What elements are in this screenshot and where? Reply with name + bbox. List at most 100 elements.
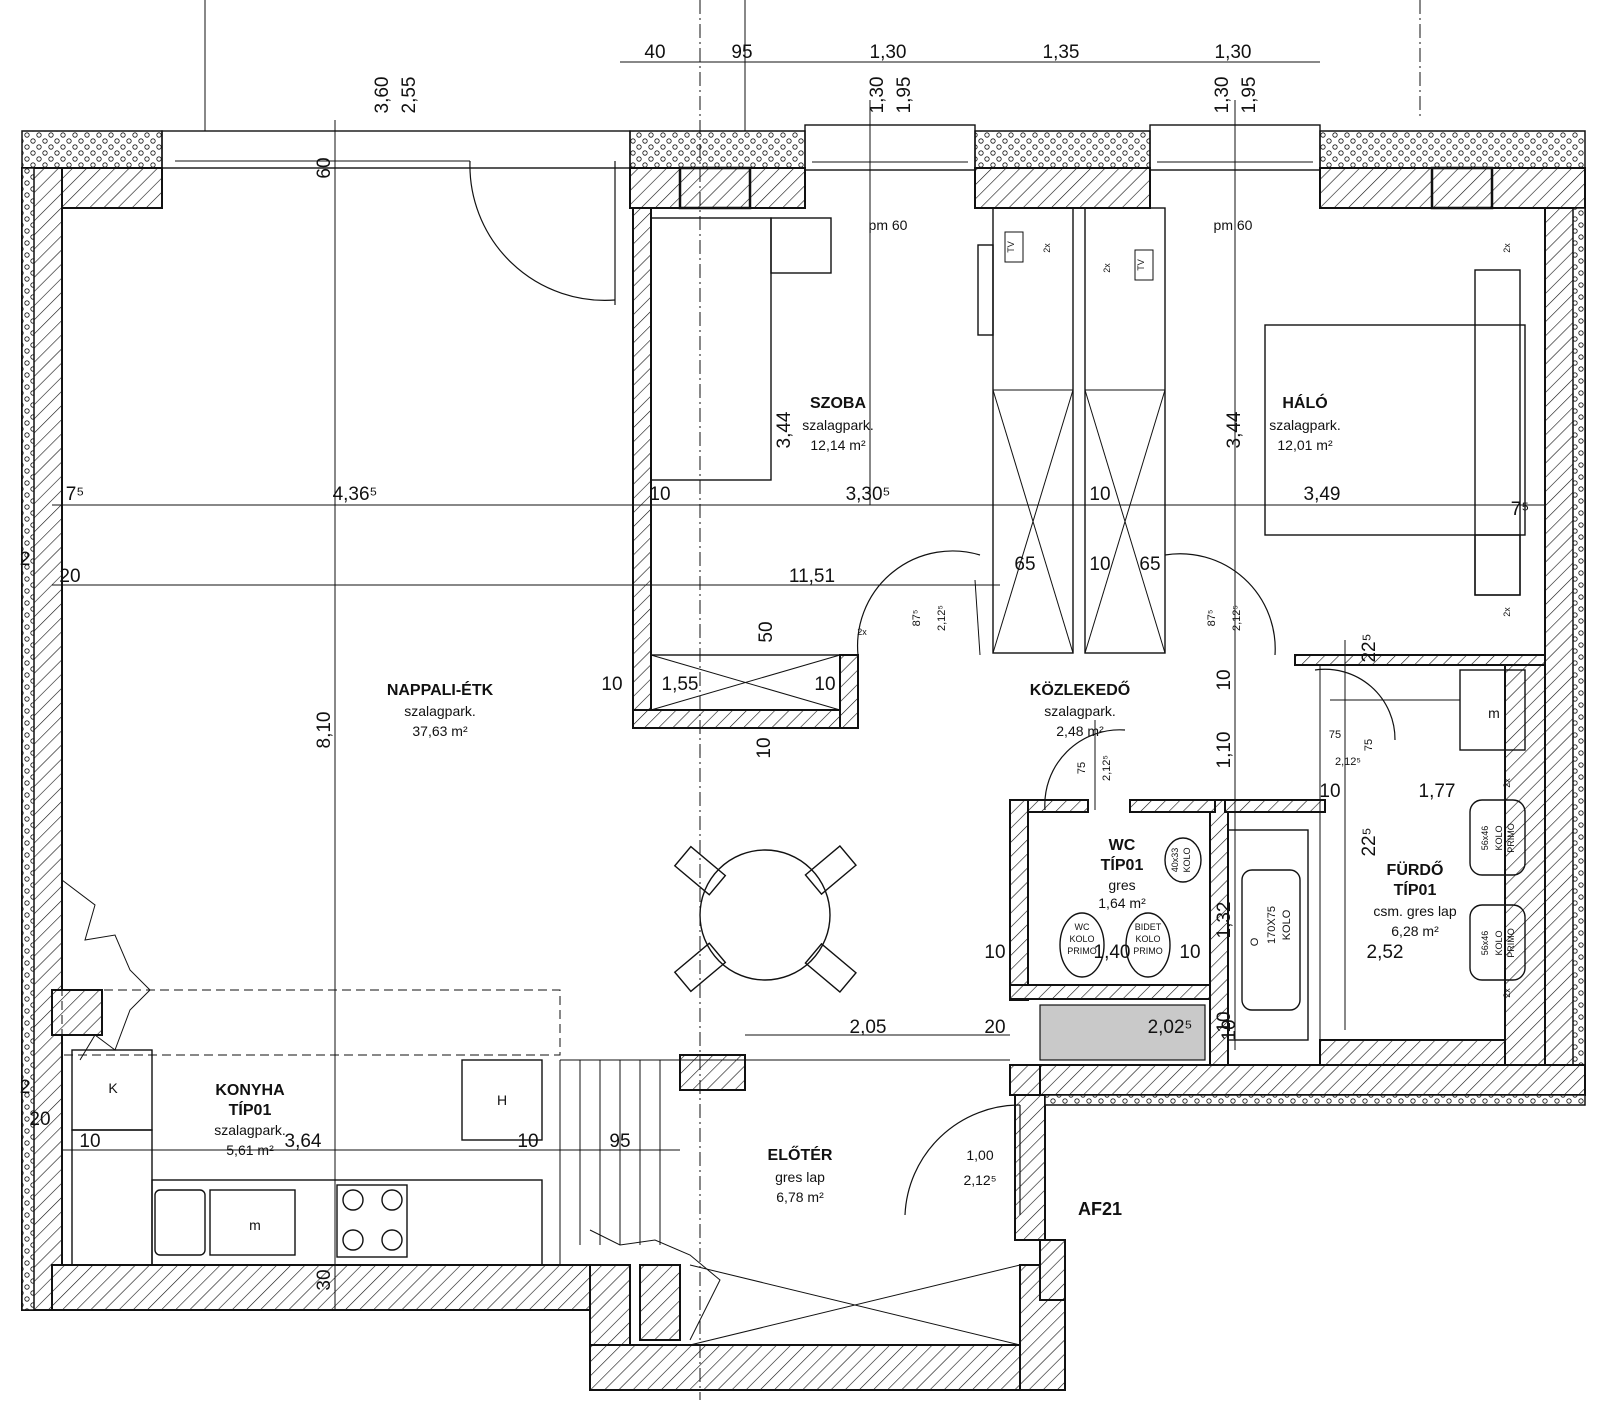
top-dim-3: 1,30 xyxy=(870,42,907,63)
apartment-id: AF21 xyxy=(1078,1199,1122,1219)
dim-10l: 10 xyxy=(79,1131,100,1152)
tv-icon-2 xyxy=(1134,249,1154,281)
dim-140: 1,40 xyxy=(1094,942,1131,963)
dim-10e: 10 xyxy=(814,674,835,695)
room-furdo-area: 6,28 m² xyxy=(1391,923,1439,939)
dim-75b: 7⁵ xyxy=(1511,499,1529,520)
dim-110: 1,10 xyxy=(1214,732,1235,769)
room-wc-type: TÍP01 xyxy=(1101,855,1144,874)
dim-2125b: 2,12⁵ xyxy=(1231,605,1243,631)
room-konyha-area: 5,61 m² xyxy=(226,1142,274,1158)
dim-1151: 11,51 xyxy=(789,566,835,587)
dim-252: 2,52 xyxy=(1367,942,1404,963)
dim-10h: 10 xyxy=(1319,781,1340,802)
dim-344b: 3,44 xyxy=(1224,411,1245,448)
dimension-lines xyxy=(52,61,1545,1310)
room-halo-area: 12,01 m² xyxy=(1277,437,1333,453)
top-dimensions: 40 95 1,30 1,35 1,30 xyxy=(644,42,1251,63)
dim-2125d: 2,12⁵ xyxy=(1101,755,1113,781)
room-szoba-floor: szalagpark. xyxy=(802,417,874,433)
wc-sink-size: 40x33 xyxy=(1170,848,1180,873)
bath-sink-2-brand: KOLO xyxy=(1494,930,1504,955)
room-wc-name: WC xyxy=(1109,837,1136,854)
dim-20b: 20 xyxy=(984,1017,1005,1038)
wc-bowl-icon xyxy=(1059,912,1105,978)
top-dim-1: 40 xyxy=(644,42,665,63)
socket-label-3: 2x xyxy=(1502,243,1512,253)
room-furdo-name: FÜRDŐ xyxy=(1387,860,1444,879)
socket-label-7: 2x xyxy=(1502,988,1512,998)
bath-sink-1-model: PRIMO xyxy=(1506,823,1516,853)
dim-132: 1,32 xyxy=(1214,902,1235,939)
dim-75a: 7⁵ xyxy=(66,484,84,505)
dim-65b: 65 xyxy=(1139,554,1160,575)
dim-364: 3,64 xyxy=(285,1131,322,1152)
dim-10j: 10 xyxy=(1179,942,1200,963)
room-konyha-floor: szalagpark. xyxy=(214,1122,286,1138)
room-nappali-floor: szalagpark. xyxy=(404,703,476,719)
bath-brand: KOLO xyxy=(1281,909,1293,940)
room-furdo-type: TÍP01 xyxy=(1394,880,1437,899)
doors xyxy=(469,160,1396,1216)
room-eloter-floor: gres lap xyxy=(775,1169,825,1185)
bath-sink-2-size: 56x46 xyxy=(1480,931,1490,956)
bath-drain: O xyxy=(1249,937,1261,946)
room-kozleked-name: KÖZLEKEDŐ xyxy=(1030,680,1130,699)
interior-lines xyxy=(61,0,1526,1400)
bath-sink-1-brand: KOLO xyxy=(1494,825,1504,850)
dim-10d: 10 xyxy=(601,674,622,695)
bidet-label: BIDET xyxy=(1135,922,1162,932)
room-eloter-name: ELŐTÉR xyxy=(768,1145,833,1164)
bath-sink-2-icon xyxy=(1469,904,1526,981)
dim-10c: 10 xyxy=(1089,554,1110,575)
top-dim-2: 95 xyxy=(731,42,752,63)
socket-label-1: 2x xyxy=(1042,243,1052,253)
room-halo-floor: szalagpark. xyxy=(1269,417,1341,433)
dim-349: 3,49 xyxy=(1304,484,1341,505)
bath-sink-2-model: PRIMO xyxy=(1506,928,1516,958)
room-konyha-name: KONYHA xyxy=(215,1082,285,1099)
bath-size: 170X75 xyxy=(1266,906,1278,944)
oven-label: H xyxy=(497,1092,507,1108)
dimensions: 3,60 2,55 60 1,30 1,95 1,30 1,95 7⁵ 4,36… xyxy=(20,77,1530,1291)
window-note-left: pm 60 xyxy=(869,217,908,233)
dim-2025: 2,02⁵ xyxy=(1148,1017,1193,1038)
dim-2a: 2 xyxy=(20,549,31,570)
room-szoba-name: SZOBA xyxy=(810,395,866,412)
bath-sink-1-size: 56x46 xyxy=(1480,826,1490,851)
dim-10m: 10 xyxy=(517,1131,538,1152)
dim-344a: 3,44 xyxy=(774,411,795,448)
wc-sink-brand: KOLO xyxy=(1182,847,1192,872)
socket-label-2: 2x xyxy=(1102,263,1112,273)
fixture-labels: 170X75 KOLO O WC KOLO PRIMO BIDET KOLO P… xyxy=(108,217,1526,1233)
dim-10f: 10 xyxy=(754,737,775,758)
dim-810: 8,10 xyxy=(314,712,335,749)
wc-bowl-brand: KOLO xyxy=(1069,934,1094,944)
dim-65a: 65 xyxy=(1014,554,1035,575)
dim-60: 60 xyxy=(314,157,335,178)
room-konyha-type: TÍP01 xyxy=(229,1100,272,1119)
dim-875a: 87⁵ xyxy=(911,610,923,627)
room-eloter-area: 6,78 m² xyxy=(776,1189,824,1205)
room-nappali-area: 37,63 m² xyxy=(412,723,468,739)
wc-bowl-model: PRIMO xyxy=(1067,946,1097,956)
tv-label-2: TV xyxy=(1136,259,1146,271)
dim-4365: 4,36⁵ xyxy=(333,484,378,505)
dim-10k: 10 xyxy=(1214,1011,1235,1032)
dim-205: 2,05 xyxy=(850,1017,887,1038)
dim-75c: 75 xyxy=(1329,729,1341,741)
top-dim-5: 1,30 xyxy=(1215,42,1252,63)
dim-30: 30 xyxy=(314,1269,335,1290)
fridge-label: K xyxy=(108,1080,118,1096)
bath-sink-1-icon xyxy=(1469,799,1526,876)
window-note-right: pm 60 xyxy=(1214,217,1253,233)
room-wc-area: 1,64 m² xyxy=(1098,895,1146,911)
dim-100: 1,00 xyxy=(966,1147,993,1163)
dishwasher-label: m xyxy=(249,1217,261,1233)
dim-10i: 10 xyxy=(984,942,1005,963)
dim-10a: 10 xyxy=(649,484,670,505)
dim-20c: 20 xyxy=(29,1109,50,1130)
dim-20a: 20 xyxy=(59,566,80,587)
top-dim-4: 1,35 xyxy=(1043,42,1080,63)
